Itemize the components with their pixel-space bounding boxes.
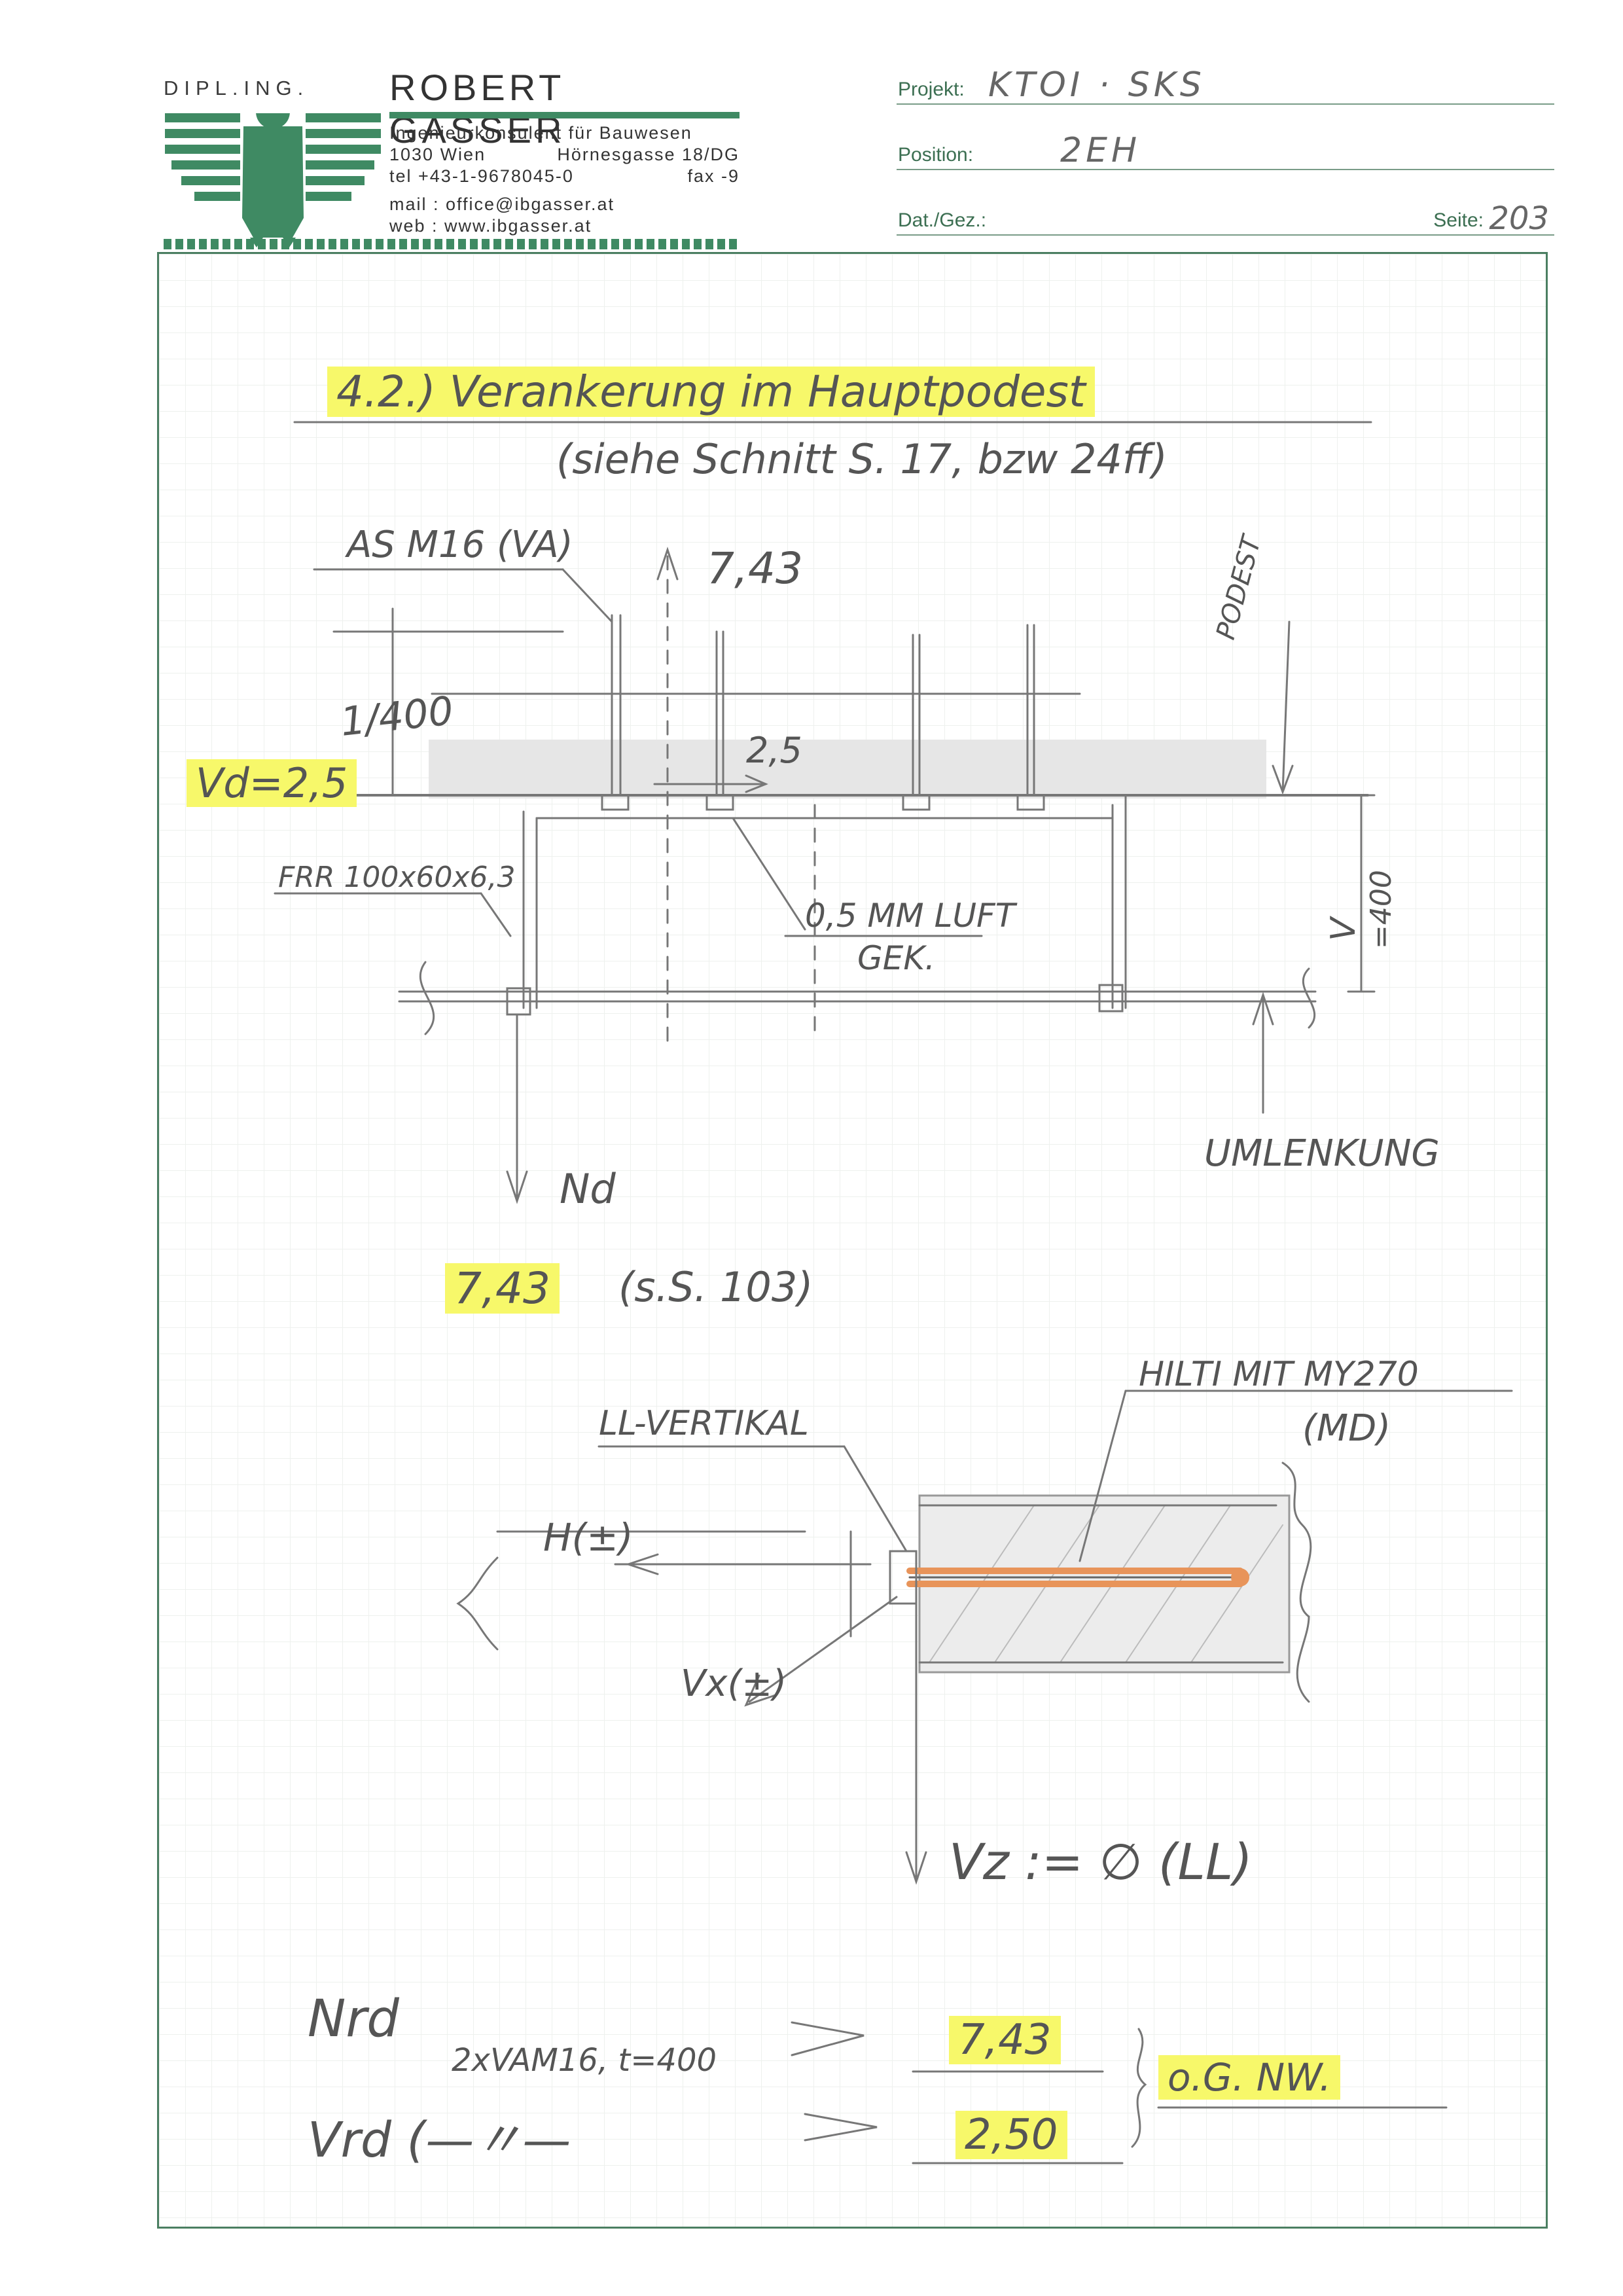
seite-label: Seite: <box>1433 209 1484 231</box>
nrd-value: 7,43 <box>949 2016 1061 2064</box>
vd-label: Vd=2,5 <box>187 759 357 807</box>
section-subheading: (siehe Schnitt S. 17, bzw 24ff) <box>556 435 1168 483</box>
vrd-label: Vrd (—〃— <box>308 2112 571 2168</box>
seite-value: 203 <box>1489 200 1549 237</box>
frr-label: FRR 100x60x6,3 <box>278 861 516 894</box>
umlenkung-label: UMLENKUNG <box>1204 1132 1440 1175</box>
section-heading: 4.2.) Verankerung im Hauptpodest <box>327 367 1095 417</box>
position-field: Position: 2EH <box>897 130 1554 170</box>
md-label: (MD) <box>1302 1407 1391 1450</box>
datgez-label: Dat./Gez.: <box>898 209 987 231</box>
web-text: web : www.ibgasser.at <box>389 216 592 236</box>
position-label: Position: <box>898 144 974 166</box>
address-block: Ingenieurkonsulent für Bauwesen 1030 Wie… <box>389 122 740 237</box>
nd-value: 7,43 <box>445 1263 560 1314</box>
fax-text: fax -9 <box>687 166 740 186</box>
force-top: 7,43 <box>707 543 803 594</box>
nrd-detail: 2xVAM16, t=400 <box>452 2042 717 2079</box>
vx-label: Vx(±) <box>681 1662 787 1705</box>
profession-text: Ingenieurkonsulent für Bauwesen <box>389 123 692 143</box>
datgez-field: Dat./Gez.: Seite: 203 <box>897 195 1554 237</box>
grid-sheet <box>157 252 1548 2229</box>
nd-label: Nd <box>560 1165 616 1213</box>
hilti-label: HILTI MIT MY270 <box>1139 1355 1419 1394</box>
vrd-value: 2,50 <box>955 2111 1067 2159</box>
nd-reference: (s.S. 103) <box>618 1263 813 1311</box>
gek-label: GEK. <box>857 939 936 977</box>
dotted-divider <box>164 239 740 249</box>
header-rule <box>389 112 740 118</box>
street-text: Hörnesgasse 18/DG <box>557 145 740 164</box>
city-text: 1030 Wien <box>389 145 486 164</box>
title-prefix: DIPL.ING. <box>164 77 310 99</box>
projekt-field: Projekt: KTOI · SKS <box>897 64 1554 105</box>
nrd-label: Nrd <box>308 1990 399 2049</box>
h-label: H(±) <box>543 1515 633 1560</box>
mail-text: mail : office@ibgasser.at <box>389 194 615 214</box>
eagle-logo-icon <box>165 113 381 247</box>
v-label: V <box>1323 918 1363 941</box>
tel-text: tel +43-1-9678045-0 <box>389 166 574 186</box>
luft-label: 0,5 MM LUFT <box>805 897 1016 935</box>
letterhead: DIPL.ING. ROBERT GASSER Ingenieurkonsule… <box>164 62 740 252</box>
horizontal-force: 2,5 <box>746 730 802 771</box>
ll-vertikal-label: LL-VERTIKAL <box>599 1404 809 1443</box>
projekt-value: KTOI · SKS <box>988 65 1205 105</box>
anchor-label: AS M16 (VA) <box>347 524 573 566</box>
projekt-label: Projekt: <box>898 79 965 100</box>
dimension-right: =400 <box>1364 870 1398 949</box>
vz-label: Vz := ∅ (LL) <box>949 1833 1253 1891</box>
position-value: 2EH <box>1060 131 1141 170</box>
result-note: o.G. NW. <box>1158 2055 1341 2100</box>
